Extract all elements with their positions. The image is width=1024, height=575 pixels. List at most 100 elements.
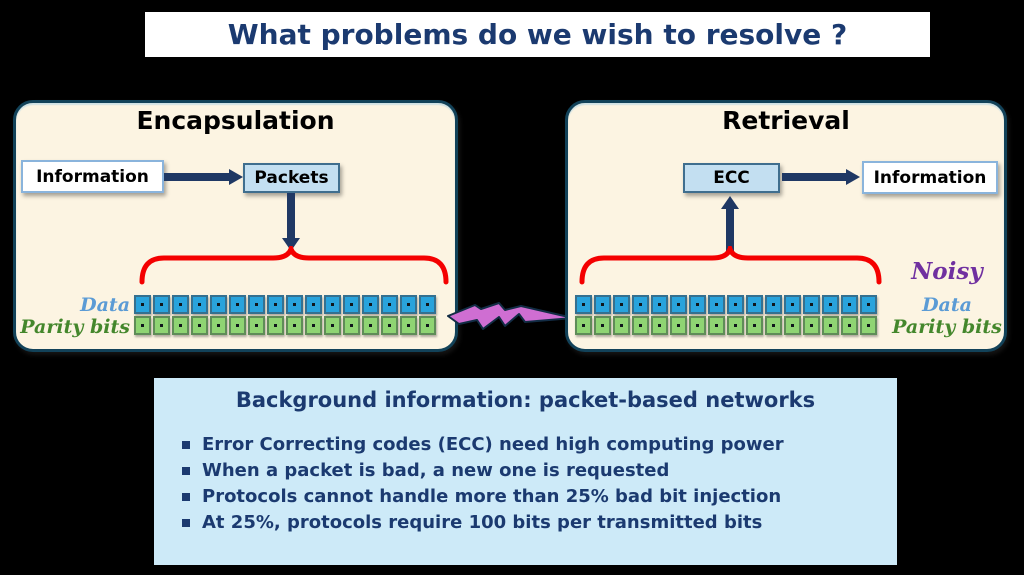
data-bit xyxy=(134,295,151,314)
data-bit xyxy=(210,295,227,314)
ecc-label: ECC xyxy=(713,168,750,188)
parity-bit xyxy=(765,316,782,335)
parity-bit xyxy=(153,316,170,335)
data-bit xyxy=(765,295,782,314)
parity-bit xyxy=(689,316,706,335)
parity-bit xyxy=(803,316,820,335)
parity-bit xyxy=(381,316,398,335)
slide-title: What problems do we wish to resolve ? xyxy=(227,18,848,51)
parity-bit xyxy=(594,316,611,335)
data-bit xyxy=(362,295,379,314)
parity-bit xyxy=(191,316,208,335)
parity-bit xyxy=(324,316,341,335)
packets-box: Packets xyxy=(243,163,340,193)
parity-bits-label: Parity bits xyxy=(892,316,1002,338)
data-bit xyxy=(651,295,668,314)
parity-bit xyxy=(134,316,151,335)
parity-bit xyxy=(613,316,630,335)
parity-bit xyxy=(822,316,839,335)
parity-bit xyxy=(267,316,284,335)
background-info-panel: Background information: packet-based net… xyxy=(154,378,897,565)
data-bit xyxy=(324,295,341,314)
data-bit xyxy=(286,295,303,314)
data-bit xyxy=(305,295,322,314)
parity-bit xyxy=(362,316,379,335)
parity-bit xyxy=(860,316,877,335)
information-label: Information xyxy=(873,167,987,188)
data-bit xyxy=(784,295,801,314)
parity-bit xyxy=(746,316,763,335)
parity-bit xyxy=(727,316,744,335)
data-bit xyxy=(419,295,436,314)
data-bit xyxy=(594,295,611,314)
information-label: Information xyxy=(36,166,149,187)
bullet-text: Protocols cannot handle more than 25% ba… xyxy=(202,486,782,507)
parity-bit xyxy=(632,316,649,335)
retrieval-title: Retrieval xyxy=(722,106,850,135)
data-bit xyxy=(267,295,284,314)
parity-bit xyxy=(784,316,801,335)
parity-bit xyxy=(400,316,417,335)
data-bit xyxy=(343,295,360,314)
parity-bit xyxy=(229,316,246,335)
information-box-encapsulation: Information xyxy=(21,160,164,193)
packets-label: Packets xyxy=(254,168,329,188)
data-bit xyxy=(841,295,858,314)
data-bit xyxy=(746,295,763,314)
parity-bit xyxy=(575,316,592,335)
bullet-item: At 25%, protocols require 100 bits per t… xyxy=(180,510,889,536)
data-bit xyxy=(248,295,265,314)
bullet-item: Error Correcting codes (ECC) need high c… xyxy=(180,432,889,458)
data-bit xyxy=(191,295,208,314)
data-bit xyxy=(229,295,246,314)
bullet-marker-icon xyxy=(182,493,190,501)
parity-bits-row xyxy=(575,316,877,335)
parity-bit xyxy=(248,316,265,335)
parity-bit xyxy=(286,316,303,335)
bullet-text: Error Correcting codes (ECC) need high c… xyxy=(202,434,784,455)
data-bit xyxy=(613,295,630,314)
data-bit xyxy=(400,295,417,314)
parity-bit xyxy=(343,316,360,335)
data-bits-row xyxy=(575,295,877,314)
data-bit xyxy=(708,295,725,314)
information-box-retrieval: Information xyxy=(862,161,998,194)
data-bit xyxy=(860,295,877,314)
data-bits-row xyxy=(134,295,436,314)
slide-title-bar: What problems do we wish to resolve ? xyxy=(145,12,930,57)
parity-bit xyxy=(708,316,725,335)
data-bit xyxy=(381,295,398,314)
lightning-bolt-icon xyxy=(447,302,574,330)
parity-bit xyxy=(841,316,858,335)
data-label: Data xyxy=(922,294,972,316)
parity-bit xyxy=(172,316,189,335)
encapsulation-title: Encapsulation xyxy=(136,106,335,135)
arrow-ecc-to-information xyxy=(782,169,860,185)
data-bit xyxy=(153,295,170,314)
bullet-marker-icon xyxy=(182,441,190,449)
bullet-text: When a packet is bad, a new one is reque… xyxy=(202,460,670,481)
data-bit xyxy=(727,295,744,314)
background-info-bullet-list: Error Correcting codes (ECC) need high c… xyxy=(180,432,889,536)
parity-bit xyxy=(651,316,668,335)
parity-bit xyxy=(305,316,322,335)
data-label: Data xyxy=(80,294,130,316)
retrieval-panel: Retrieval ECC Information Noisy Data Par… xyxy=(565,100,1007,352)
data-bit xyxy=(172,295,189,314)
data-bit xyxy=(689,295,706,314)
bullet-item: Protocols cannot handle more than 25% ba… xyxy=(180,484,889,510)
parity-bit xyxy=(670,316,687,335)
background-info-heading: Background information: packet-based net… xyxy=(235,388,816,412)
parity-bits-row xyxy=(134,316,436,335)
noisy-label: Noisy xyxy=(911,258,983,285)
ecc-box: ECC xyxy=(683,163,780,193)
bullet-marker-icon xyxy=(182,467,190,475)
parity-bit xyxy=(419,316,436,335)
encapsulation-panel: Encapsulation Information Packets Data P… xyxy=(13,100,458,352)
arrow-information-to-packets xyxy=(164,169,243,185)
packet-bit-grid xyxy=(575,295,877,335)
packet-brace xyxy=(139,246,449,285)
bullet-item: When a packet is bad, a new one is reque… xyxy=(180,458,889,484)
packet-bit-grid xyxy=(134,295,436,335)
